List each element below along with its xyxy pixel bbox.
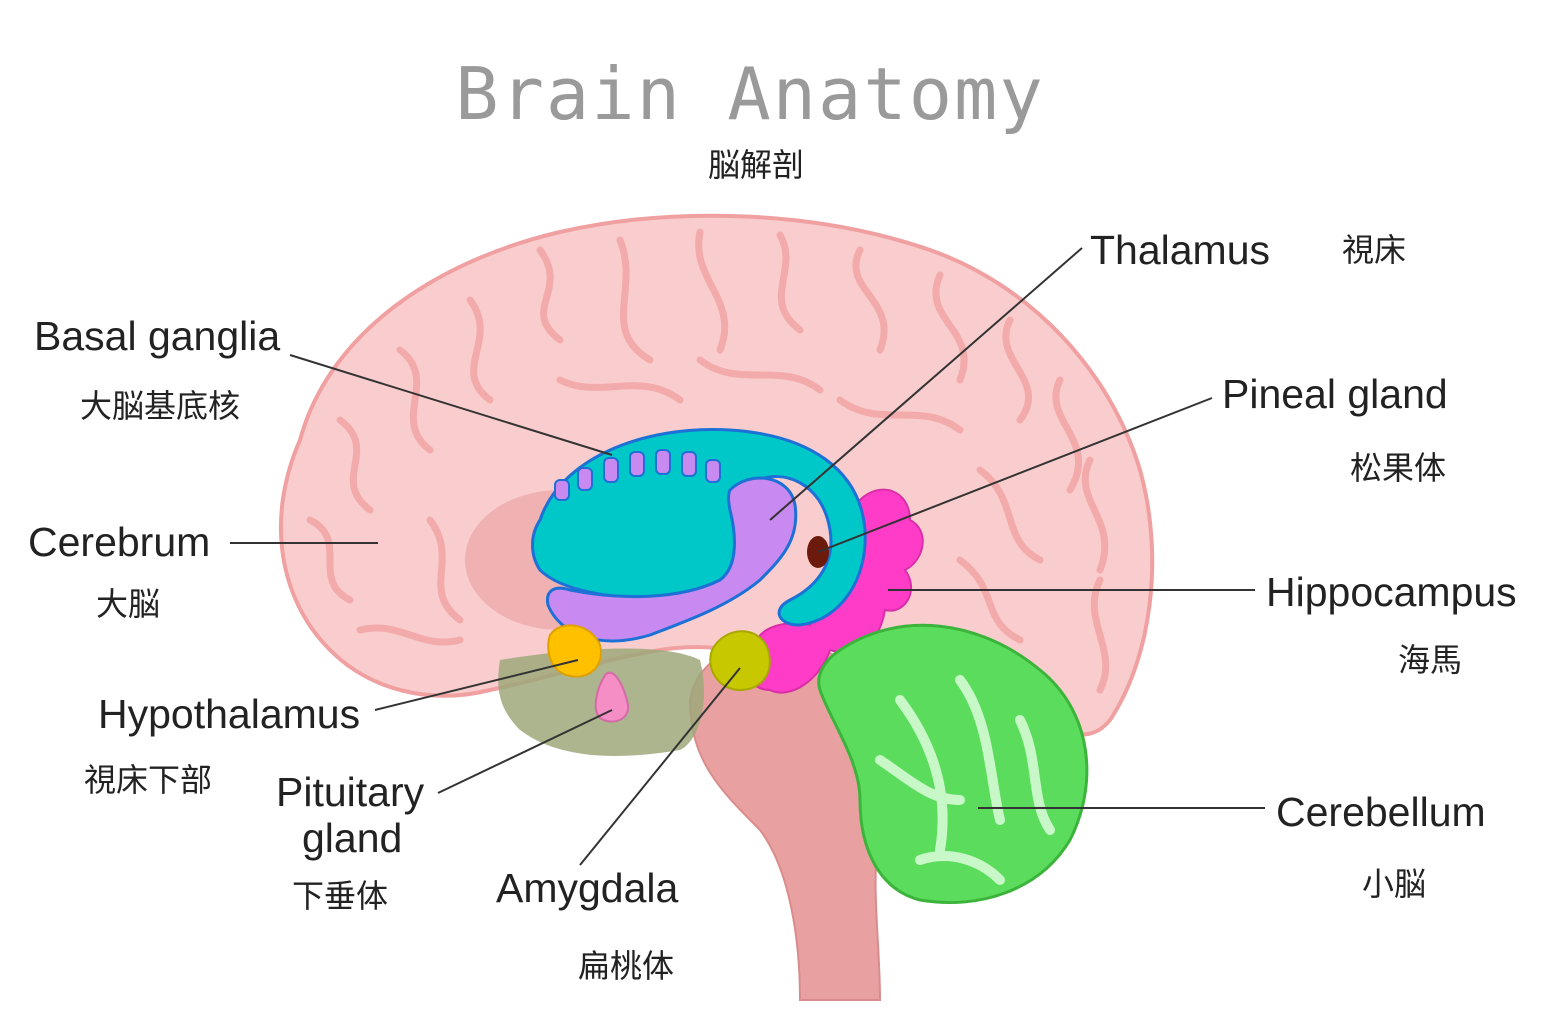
- label-hypothalamus-ja: 視床下部: [84, 761, 213, 799]
- thalamus-shape: [545, 476, 798, 643]
- label-hippocampus: Hippocampus: [1266, 569, 1517, 615]
- label-pineal-gland-ja: 松果体: [1350, 449, 1447, 487]
- label-hypothalamus: Hypothalamus: [98, 691, 361, 737]
- leader-pituitary: [437, 709, 613, 794]
- label-basal-ganglia: Basal ganglia: [34, 313, 281, 359]
- label-basal-ganglia-ja: 大脳基底核: [80, 387, 241, 425]
- leader-thalamus: [769, 247, 1083, 521]
- diagram-title: Brain Anatomy: [455, 52, 1045, 136]
- label-cerebrum-ja: 大脳: [96, 585, 161, 623]
- cerebellum-shape: [817, 623, 1089, 904]
- label-amygdala: Amygdala: [496, 865, 679, 911]
- label-pituitary-line1: Pituitary: [276, 769, 425, 815]
- leader-lines: [230, 247, 1265, 866]
- cerebellum-arbor: [875, 675, 1055, 885]
- cerebrum-gyri: [306, 228, 1110, 694]
- leader-hypothalamus: [374, 659, 579, 711]
- label-thalamus: Thalamus: [1090, 227, 1271, 273]
- diagram-subtitle: 脳解剖: [707, 146, 804, 184]
- label-pituitary-line2: gland: [302, 815, 403, 861]
- label-cerebrum: Cerebrum: [28, 519, 211, 565]
- label-hippocampus-ja: 海馬: [1398, 641, 1463, 679]
- label-pituitary-ja: 下垂体: [292, 877, 389, 915]
- label-pineal-gland: Pineal gland: [1222, 371, 1448, 417]
- label-amygdala-ja: 扁桃体: [578, 947, 675, 985]
- leader-amygdala: [579, 667, 741, 866]
- label-cerebellum: Cerebellum: [1276, 789, 1486, 835]
- amygdala-shape: [709, 630, 771, 692]
- label-cerebellum-ja: 小脳: [1362, 865, 1427, 903]
- label-thalamus-ja: 視床: [1342, 231, 1407, 269]
- basal-ganglia-striations: [554, 449, 721, 501]
- leader-basal-ganglia: [289, 354, 613, 456]
- leader-pineal-gland: [817, 397, 1213, 553]
- pituitary-gland-shape: [594, 671, 630, 723]
